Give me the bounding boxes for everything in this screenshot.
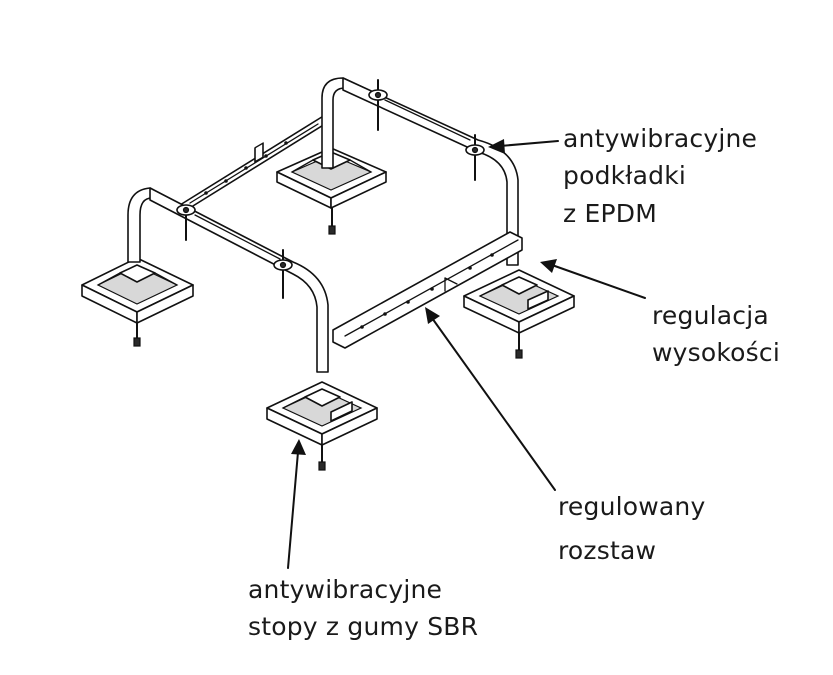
label-height-line2: wysokości: [652, 338, 780, 367]
label-height-line1: regulacja: [652, 301, 769, 330]
label-spacing-line1: regulowany: [558, 492, 706, 521]
foot-left: [81, 257, 194, 347]
label-spacing-line2: rozstaw: [558, 536, 657, 565]
callout-spacing: [425, 307, 556, 491]
foot-front: [266, 381, 378, 471]
callout-height: [540, 259, 646, 299]
label-epdm-line2: podkładki: [563, 161, 687, 190]
foot-right: [463, 269, 575, 359]
label-epdm-line1: antywibracyjne: [563, 124, 758, 153]
callout-epdm: [488, 139, 559, 154]
frame: [127, 77, 523, 373]
callout-feet: [287, 439, 306, 569]
epdm-pads: [176, 79, 485, 299]
label-feet-line2: stopy z gumy SBR: [248, 612, 479, 641]
label-feet-line1: antywibracyjne: [248, 575, 443, 604]
label-epdm-line3: z EPDM: [563, 199, 657, 228]
